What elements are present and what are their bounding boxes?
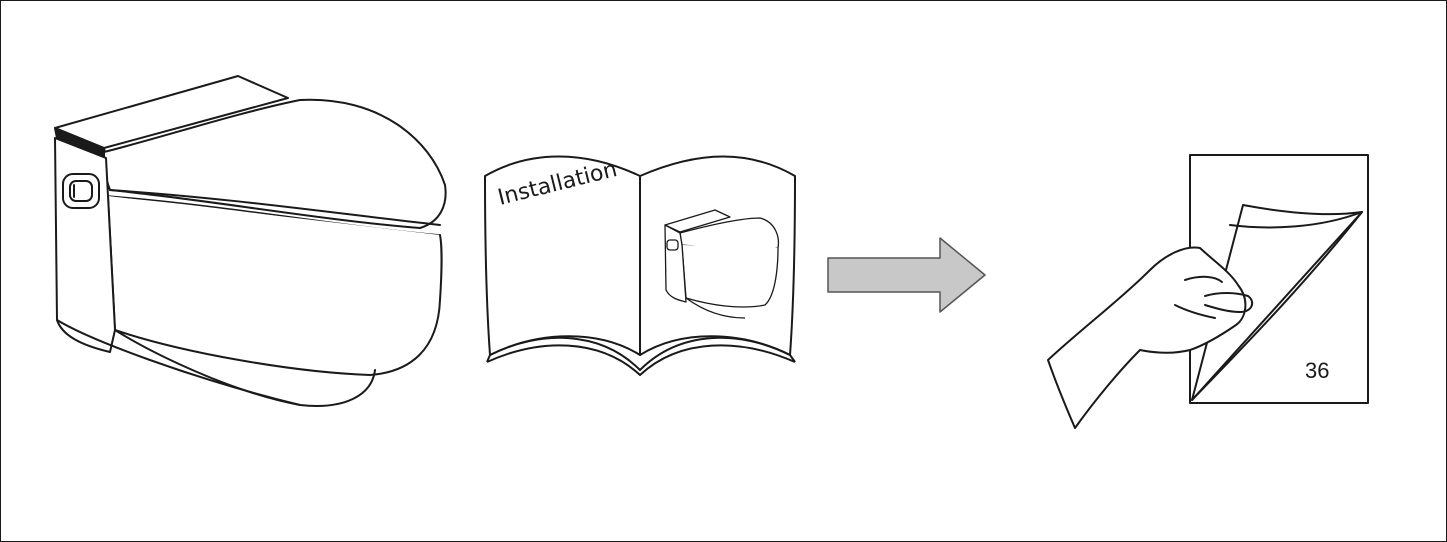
- page-number: 36: [1305, 358, 1329, 383]
- page-turn-icon: [1047, 154, 1369, 429]
- installation-manual-icon: Installation: [484, 155, 796, 376]
- right-arrow-icon: [827, 237, 986, 313]
- manual-toilet-thumbnail-icon: [664, 209, 780, 319]
- shower-toilet-icon: [54, 75, 447, 407]
